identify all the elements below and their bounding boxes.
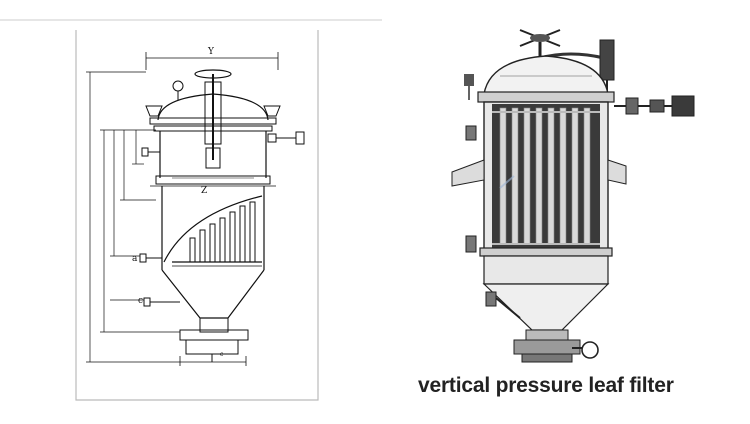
nozzle-label-a: a (132, 254, 138, 264)
engineering-drawing: Y Z (75, 30, 319, 401)
dimension-label-z: Z (201, 186, 207, 196)
vertical-dimensions (86, 71, 180, 363)
drawing-frame (75, 30, 319, 401)
figure-caption: vertical pressure leaf filter (418, 374, 674, 397)
filter-leaves-cutaway (189, 201, 256, 263)
drain-valve-icon (581, 341, 599, 359)
filter-render (451, 29, 695, 363)
nozzle-label-c: c (138, 296, 143, 306)
filter-leaf-bank (492, 104, 600, 248)
outlet-label-c: c (220, 351, 224, 358)
pressure-gauge-icon (172, 80, 184, 92)
dimension-label-y: Y (207, 47, 215, 57)
